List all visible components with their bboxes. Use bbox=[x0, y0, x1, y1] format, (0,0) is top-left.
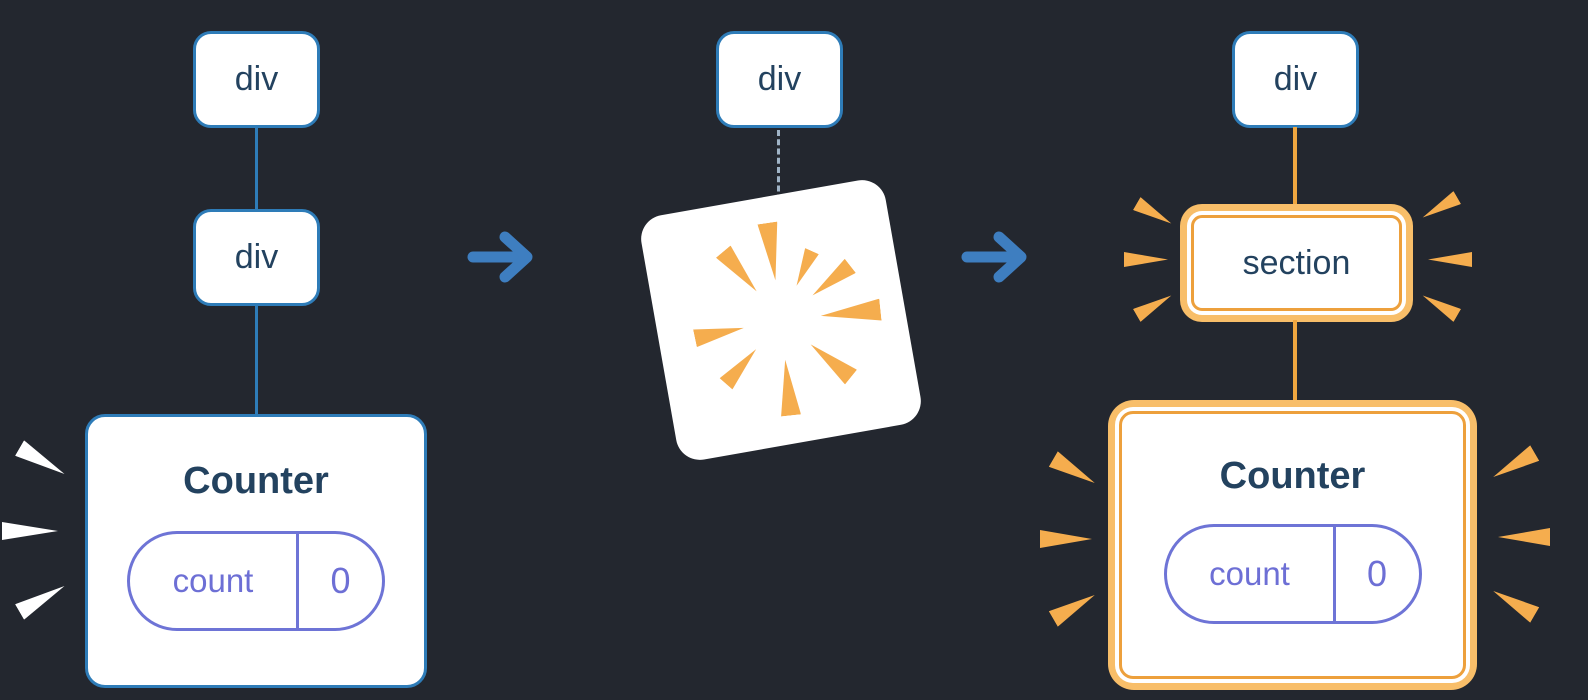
emphasis-burst-icon bbox=[1498, 528, 1550, 546]
highlight-gap: section bbox=[1187, 211, 1406, 315]
pill-divider bbox=[296, 534, 299, 628]
section-node: section bbox=[1191, 215, 1402, 311]
before-child-div-node: div bbox=[193, 209, 320, 306]
emphasis-burst-icon bbox=[1049, 451, 1100, 491]
state-value: 0 bbox=[1366, 553, 1388, 594]
node-label: div bbox=[234, 238, 279, 276]
emphasis-burst-icon bbox=[1489, 583, 1540, 623]
after-counter-component: Counter count 0 bbox=[1119, 411, 1466, 679]
burst-ray-icon bbox=[757, 222, 785, 282]
burst-ray-icon bbox=[716, 245, 764, 297]
after-counter-component-highlighted: Counter count 0 bbox=[1108, 400, 1477, 690]
state-key: count bbox=[1209, 555, 1290, 592]
section-node-highlighted: section bbox=[1180, 204, 1413, 322]
middle-root-div-node: div bbox=[716, 31, 843, 128]
burst-ray-icon bbox=[790, 248, 819, 289]
emphasis-burst-icon bbox=[1040, 530, 1092, 548]
state-pill: count 0 bbox=[1163, 524, 1422, 624]
component-title: Counter bbox=[183, 460, 329, 502]
poof-deleted-subtree-icon bbox=[637, 176, 925, 464]
emphasis-burst-icon bbox=[1124, 252, 1168, 267]
burst-ray-icon bbox=[775, 359, 801, 417]
emphasis-burst-icon bbox=[1428, 252, 1472, 267]
right-arrow-icon bbox=[961, 231, 1027, 283]
node-label: section bbox=[1242, 243, 1351, 282]
tree-connector-highlighted bbox=[1293, 127, 1297, 207]
state-key: count bbox=[172, 562, 254, 599]
before-root-div-node: div bbox=[193, 31, 320, 128]
right-arrow-icon bbox=[467, 231, 533, 283]
emphasis-burst-icon bbox=[1419, 191, 1461, 224]
state-value: 0 bbox=[330, 560, 351, 601]
state-pill: count 0 bbox=[127, 531, 385, 631]
after-root-div-node: div bbox=[1232, 31, 1359, 128]
highlight-gap: Counter count 0 bbox=[1115, 407, 1470, 683]
burst-ray-icon bbox=[807, 259, 856, 303]
tree-connector bbox=[255, 304, 258, 416]
emphasis-burst-icon bbox=[2, 522, 58, 540]
emphasis-burst-icon bbox=[1419, 289, 1461, 322]
burst-ray-icon bbox=[720, 344, 763, 390]
burst-ray-icon bbox=[693, 319, 746, 347]
emphasis-burst-icon bbox=[1133, 197, 1175, 230]
pill-divider bbox=[1332, 527, 1336, 621]
node-label: div bbox=[234, 60, 279, 98]
node-label: div bbox=[757, 60, 802, 98]
tree-connector bbox=[255, 126, 258, 212]
emphasis-burst-icon bbox=[15, 440, 69, 482]
tree-connector-highlighted bbox=[1293, 320, 1297, 402]
emphasis-burst-icon bbox=[1049, 587, 1100, 627]
node-label: div bbox=[1273, 60, 1318, 98]
burst-ray-icon bbox=[805, 337, 857, 384]
dashed-connector bbox=[777, 130, 780, 210]
before-counter-component: Counter count 0 bbox=[85, 414, 427, 688]
burst-ray-icon bbox=[820, 299, 882, 327]
emphasis-burst-icon bbox=[15, 578, 69, 620]
emphasis-burst-icon bbox=[1489, 445, 1540, 485]
emphasis-burst-icon bbox=[1133, 289, 1175, 322]
component-title: Counter bbox=[1219, 455, 1366, 497]
